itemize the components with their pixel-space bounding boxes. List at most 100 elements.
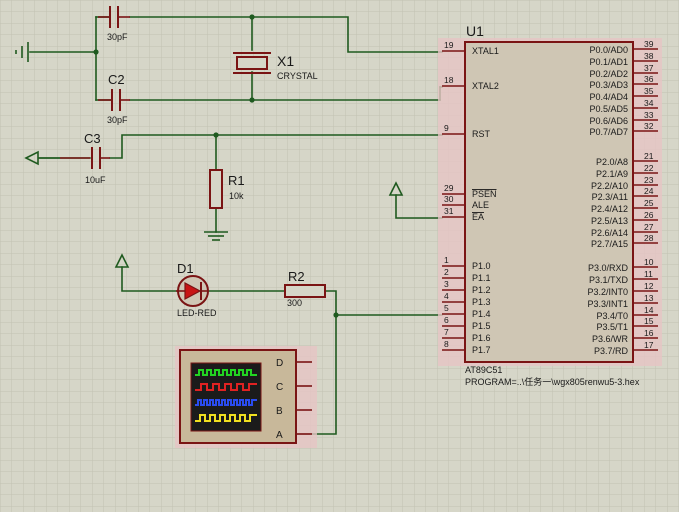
u1-pin-label: P3.0/RXD xyxy=(588,263,629,273)
u1-pin-label: P2.7/A15 xyxy=(591,239,628,249)
u1-pin-number: 13 xyxy=(644,293,654,303)
u1-pin-label: P3.7/RD xyxy=(594,346,629,356)
junction-dot xyxy=(333,312,339,318)
u1-pin-label: P1.2 xyxy=(472,285,491,295)
u1-pin-4[interactable]: 4P1.3 xyxy=(442,291,491,307)
u1-pin-7[interactable]: 7P1.6 xyxy=(442,327,491,343)
u1-pin-8[interactable]: 8P1.7 xyxy=(442,339,491,355)
scope-channel-b[interactable]: B xyxy=(276,406,312,417)
u1-pin-label: P2.1/A9 xyxy=(596,169,628,179)
u1-pin-label: P0.6/AD6 xyxy=(589,116,628,126)
scope-channel-label: B xyxy=(276,406,283,417)
u1-pin-number: 15 xyxy=(644,316,654,326)
scope-traces xyxy=(195,369,257,422)
u1-pin-number: 39 xyxy=(644,39,654,49)
junctions xyxy=(93,14,339,318)
scope-channel-c[interactable]: C xyxy=(276,382,312,393)
microcontroller-u1[interactable]: U1 AT89C51 PROGRAM=..\任务一\wgx805renwu5-3… xyxy=(438,23,662,387)
u1-pin-label: P2.2/A10 xyxy=(591,181,628,191)
u1-pin-2[interactable]: 2P1.1 xyxy=(442,267,491,283)
junction-dot xyxy=(249,97,255,103)
u1-program: PROGRAM=..\任务一\wgx805renwu5-3.hex xyxy=(465,376,640,387)
u1-pin-number: 33 xyxy=(644,110,654,120)
u1-pin-number: 32 xyxy=(644,121,654,131)
power-terminal-c3[interactable] xyxy=(24,150,60,166)
u1-pin-number: 25 xyxy=(644,198,654,208)
u1-pin-number: 16 xyxy=(644,328,654,338)
c3-value: 10uF xyxy=(85,175,106,185)
wire-ea-net xyxy=(395,194,443,219)
u1-pin-label: P2.5/A13 xyxy=(591,216,628,226)
r1-value: 10k xyxy=(229,191,244,201)
led-d1[interactable]: D1 LED-RED xyxy=(176,261,217,318)
ground-symbol-left[interactable] xyxy=(15,42,29,62)
capacitor-c1[interactable]: 30pF xyxy=(98,6,130,42)
u1-pin-number: 9 xyxy=(444,123,449,133)
u1-pin-number: 6 xyxy=(444,315,449,325)
u1-pin-1[interactable]: 1P1.0 xyxy=(442,255,491,271)
u1-pin-label: EA xyxy=(472,212,484,222)
u1-pin-label: P1.7 xyxy=(472,345,491,355)
u1-pin-label: P3.6/WR xyxy=(592,334,629,344)
scope-channel-label: C xyxy=(276,382,283,393)
u1-pin-number: 7 xyxy=(444,327,449,337)
wire-led-power xyxy=(121,266,177,292)
c2-name: C2 xyxy=(108,72,125,87)
u1-pin-6[interactable]: 6P1.5 xyxy=(442,315,491,331)
resistor-r1[interactable]: R1 10k xyxy=(209,169,245,209)
scope-channel-d[interactable]: D xyxy=(276,358,312,369)
power-terminal-ea[interactable] xyxy=(388,181,404,196)
capacitor-c2[interactable]: C2 30pF xyxy=(98,72,130,125)
wire-r2-p14 xyxy=(324,290,443,316)
ground-symbol-r1[interactable] xyxy=(204,231,228,241)
resistor-r2[interactable]: R2 300 xyxy=(284,269,326,308)
x1-name: X1 xyxy=(277,53,294,69)
scope-channel-a[interactable]: A xyxy=(276,430,312,441)
u1-pin-number: 38 xyxy=(644,51,654,61)
trace-blue xyxy=(195,399,257,406)
power-terminal-led[interactable] xyxy=(114,253,130,268)
oscilloscope[interactable]: D C B A xyxy=(175,346,317,448)
u1-pin-label: P0.1/AD1 xyxy=(589,57,628,67)
capacitor-c3[interactable]: C3 10uF xyxy=(60,131,110,185)
u1-body xyxy=(464,41,634,363)
crystal-x1[interactable]: X1 CRYSTAL xyxy=(233,52,318,81)
u1-pin-5[interactable]: 5P1.4 xyxy=(442,303,491,319)
u1-pin-label: P2.0/A8 xyxy=(596,157,628,167)
u1-pin-number: 29 xyxy=(444,183,454,193)
u1-pin-label: P3.2/INT0 xyxy=(587,287,628,297)
u1-pin-3[interactable]: 3P1.2 xyxy=(442,279,491,295)
